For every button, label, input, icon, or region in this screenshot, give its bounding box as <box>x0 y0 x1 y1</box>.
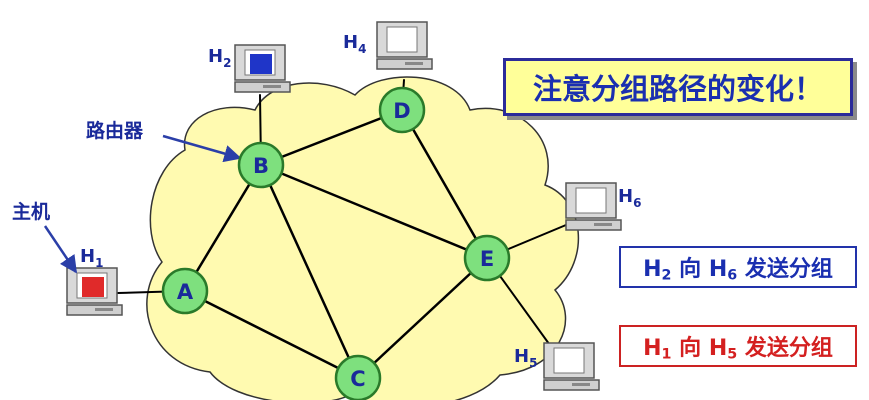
router-b: B <box>237 141 285 189</box>
host-label-h1: H1 <box>80 246 103 270</box>
link-b-c <box>259 163 360 380</box>
link-b-d <box>259 108 404 167</box>
link-c-e <box>356 256 489 380</box>
router-e: E <box>463 234 511 282</box>
router-c: C <box>334 354 382 400</box>
title-box: 注意分组路径的变化！ <box>503 58 853 116</box>
message-h1-to-h5: H1 向 H5 发送分组 <box>619 325 857 367</box>
host-label: 主机 <box>12 201 50 223</box>
host-label-h5: H5 <box>514 346 537 370</box>
router-d-label: D <box>393 99 410 123</box>
host-h6 <box>565 182 622 231</box>
router-c-label: C <box>350 367 365 391</box>
link-a-b <box>183 163 263 293</box>
link-a-c <box>183 289 360 380</box>
message-h1-to-h5-text: H1 向 H5 发送分组 <box>643 335 833 363</box>
host-h1-screen <box>82 277 104 297</box>
message-h2-to-h6: H2 向 H6 发送分组 <box>619 246 857 288</box>
host-label-h2: H2 <box>208 46 231 70</box>
host-label-h4: H4 <box>343 32 366 56</box>
router-d: D <box>378 86 426 134</box>
host-h2 <box>234 44 291 93</box>
host-h1 <box>66 267 123 316</box>
host-h4 <box>376 21 433 70</box>
host-arrow <box>43 225 78 274</box>
router-e-label: E <box>480 247 494 271</box>
link-b-e <box>259 163 489 260</box>
router-b-label: B <box>253 154 269 178</box>
router-a: A <box>161 267 209 315</box>
message-h2-to-h6-text: H2 向 H6 发送分组 <box>643 256 833 284</box>
host-label-h6: H6 <box>618 186 641 210</box>
title-text: 注意分组路径的变化！ <box>532 72 823 106</box>
router-arrow <box>162 134 242 163</box>
router-label: 路由器 <box>86 119 144 142</box>
router-a-label: A <box>177 280 194 304</box>
host-h5 <box>543 342 600 391</box>
host-h2-screen <box>250 54 272 74</box>
link-d-e <box>400 108 489 260</box>
